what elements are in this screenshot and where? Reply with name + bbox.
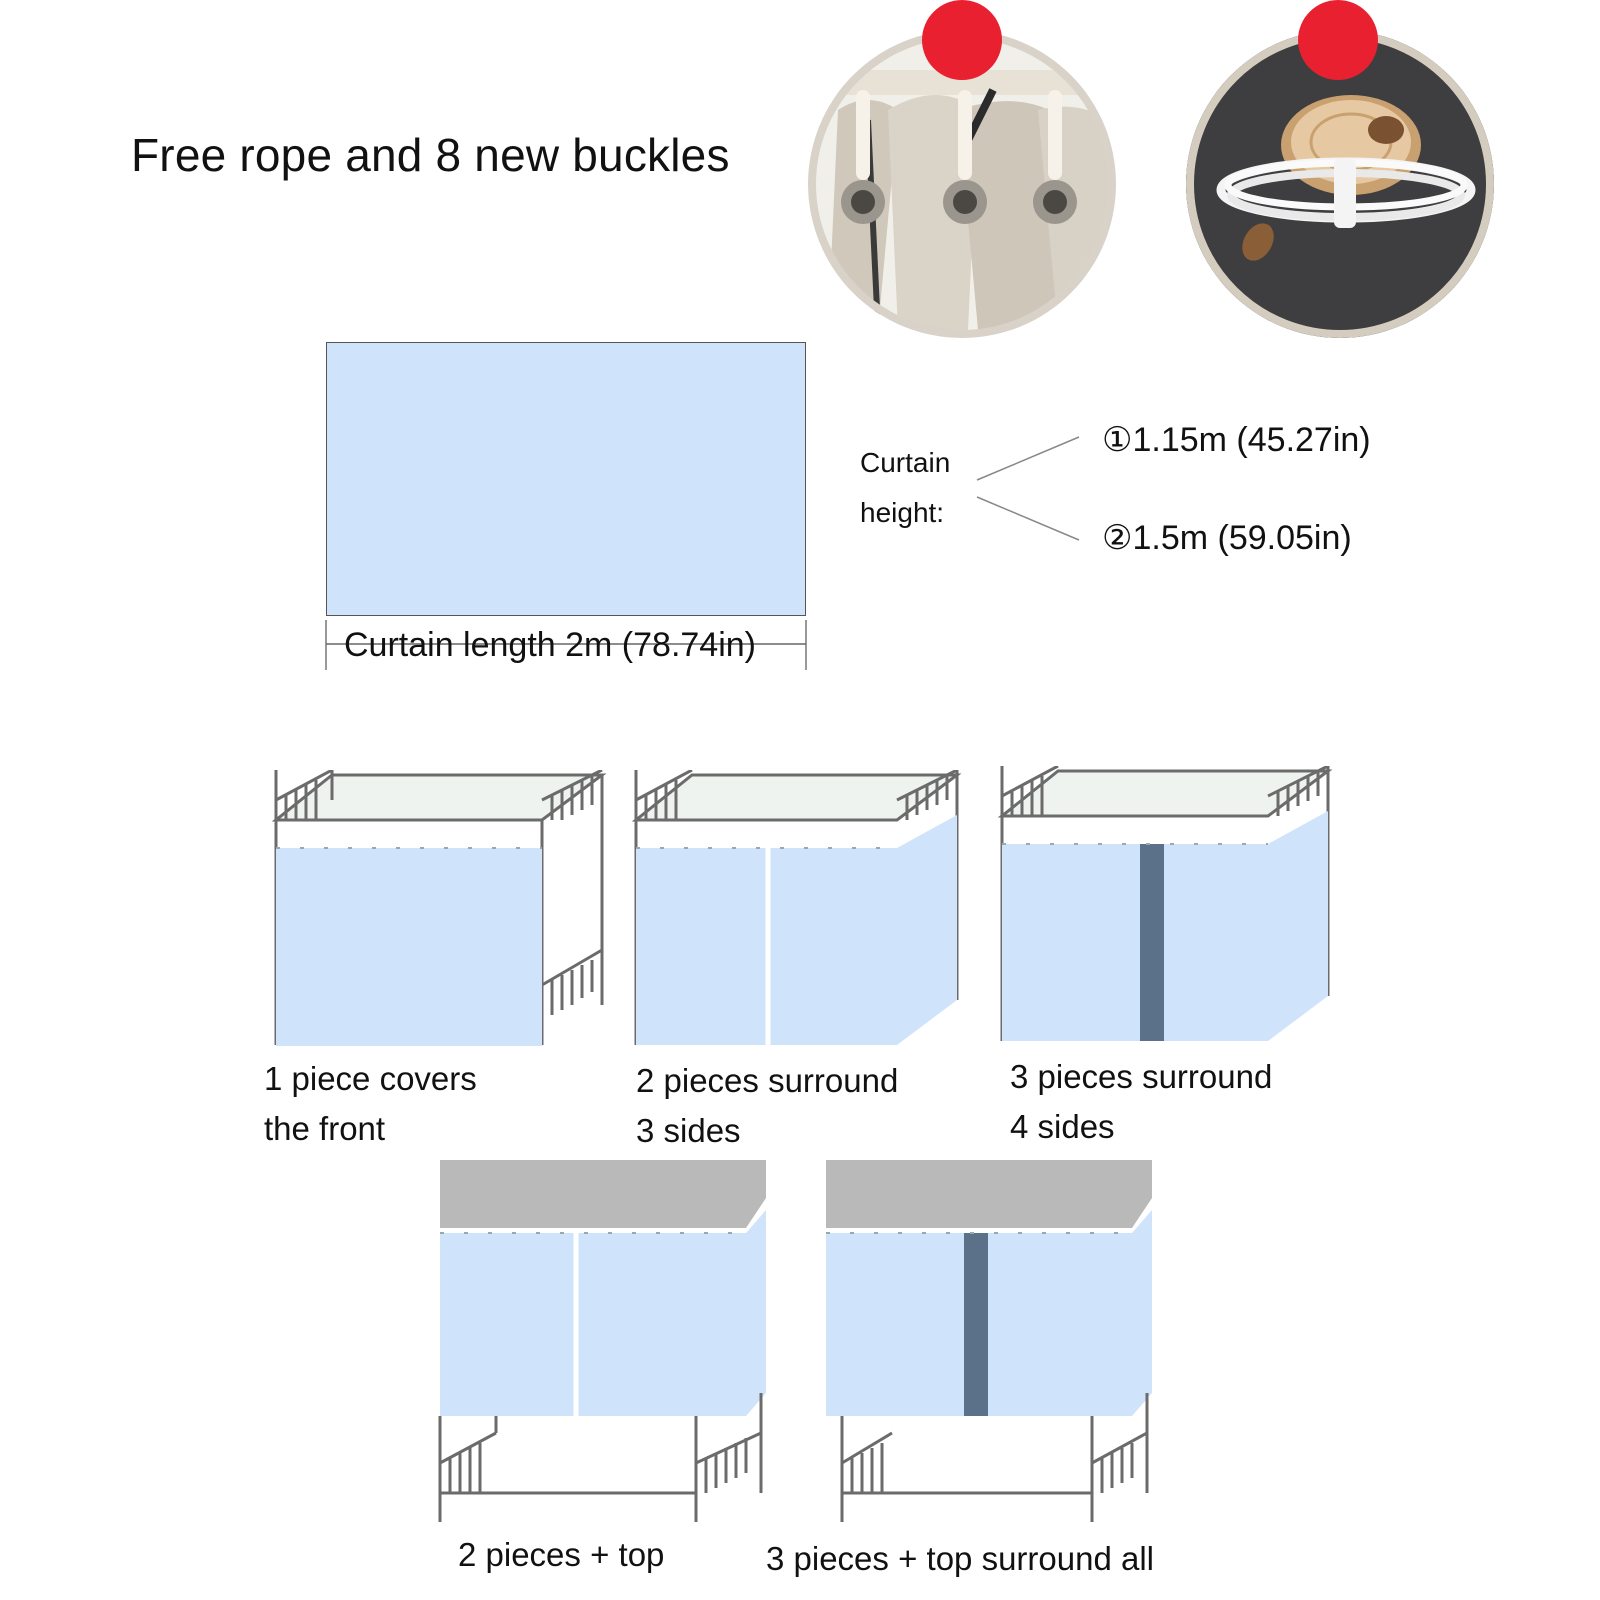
config-1-caption-line2: the front bbox=[264, 1110, 386, 1147]
rope-coil-photo-icon bbox=[1186, 30, 1494, 338]
headline: Free rope and 8 new buckles bbox=[131, 129, 730, 181]
bed-config-5-illustration bbox=[826, 1160, 1152, 1522]
config-2-caption-line2: 3 sides bbox=[636, 1112, 741, 1149]
config-3-caption-line1: 3 pieces surround bbox=[1010, 1058, 1273, 1095]
height-option-1: ①1.15m (45.27in) bbox=[1102, 421, 1371, 459]
curtain-height-label-line1: Curtain bbox=[860, 447, 951, 478]
height-branch-lines bbox=[976, 436, 1080, 541]
length-dimension-line bbox=[325, 620, 807, 670]
bed-config-4-illustration bbox=[438, 1160, 766, 1522]
height-option-2: ②1.5m (59.05in) bbox=[1102, 519, 1352, 557]
red-dot-icon bbox=[1298, 0, 1378, 80]
config-2-caption-line1: 2 pieces surround bbox=[636, 1062, 899, 1099]
curtain-length-label: Curtain length 2m (78.74in) bbox=[344, 626, 757, 664]
curtain-size-rectangle bbox=[326, 342, 806, 616]
curtain-grommet-photo-icon bbox=[808, 30, 1116, 338]
red-dot-icon bbox=[922, 0, 1002, 80]
config-4-caption: 2 pieces + top bbox=[458, 1536, 665, 1573]
config-1-caption-line1: 1 piece covers bbox=[264, 1060, 477, 1097]
bed-config-2-illustration bbox=[632, 770, 962, 1045]
bed-config-1-illustration bbox=[272, 770, 607, 1046]
config-5-caption: 3 pieces + top surround all bbox=[766, 1540, 1154, 1577]
config-3-caption-line2: 4 sides bbox=[1010, 1108, 1115, 1145]
bed-config-3-illustration bbox=[998, 766, 1333, 1041]
curtain-height-label-line2: height: bbox=[860, 497, 945, 528]
